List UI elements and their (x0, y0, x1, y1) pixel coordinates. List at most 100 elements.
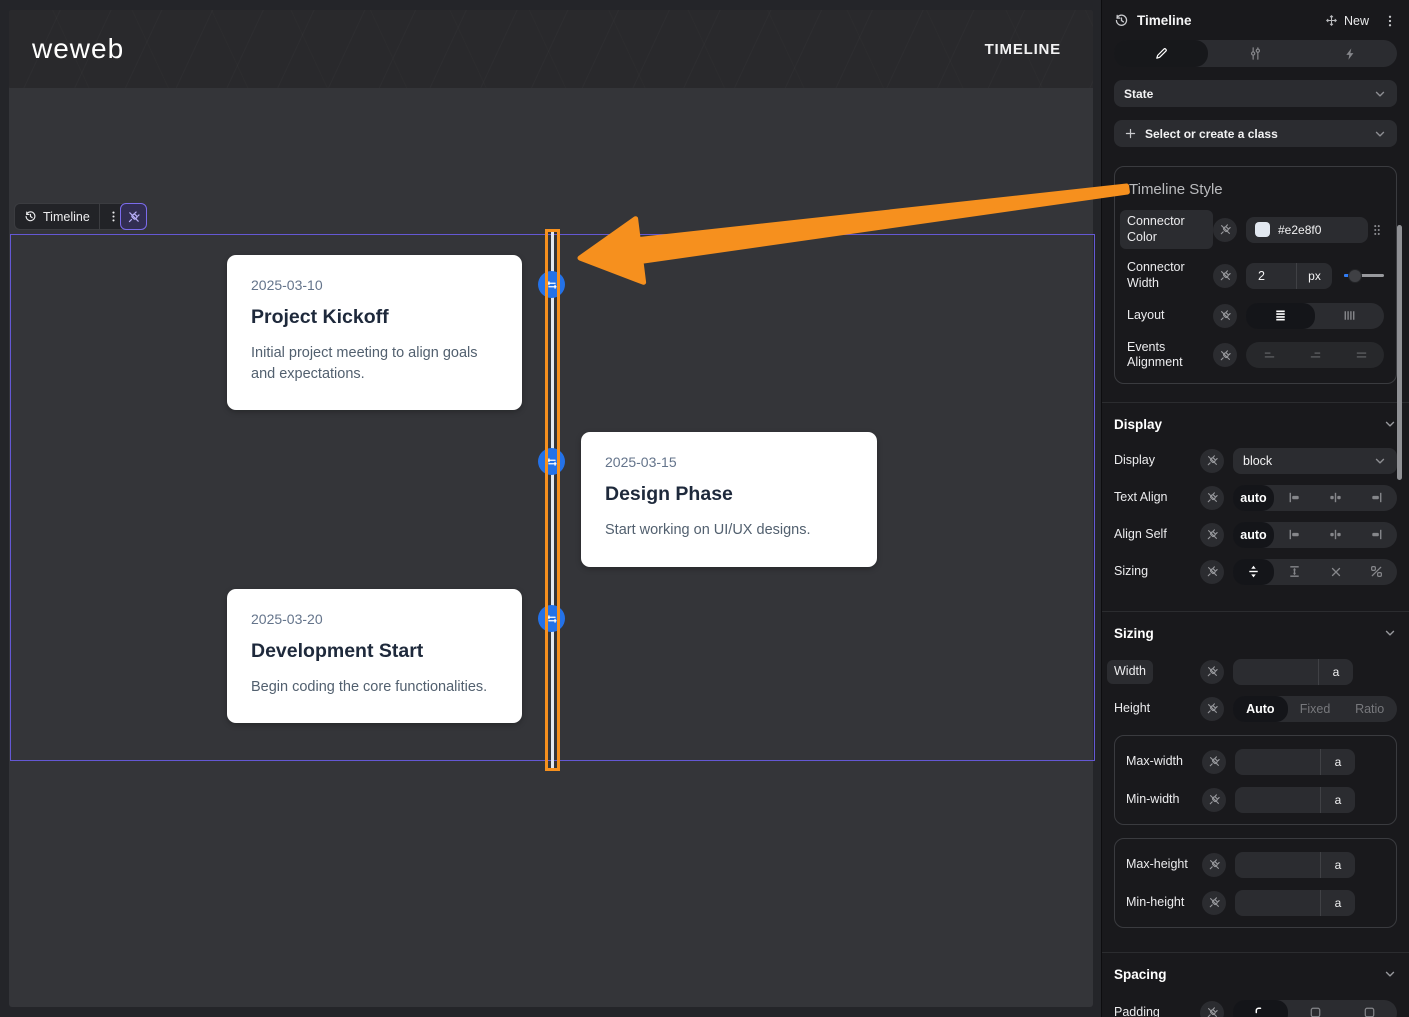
timeline-card[interactable]: 2025-03-20 Development Start Begin codin… (227, 589, 522, 723)
max-height-unit-button[interactable]: a (1320, 851, 1355, 878)
min-height-input[interactable] (1235, 889, 1320, 916)
display-dropdown[interactable]: block (1233, 447, 1397, 474)
text-align-auto[interactable]: auto (1233, 484, 1274, 511)
bind-plug-button[interactable] (1200, 559, 1224, 584)
sizing-fixed-option[interactable] (1274, 559, 1315, 585)
sizing-none-option[interactable] (1315, 559, 1356, 585)
history-icon (1114, 13, 1129, 28)
sizing-mode-label: Sizing (1114, 563, 1149, 578)
text-align-right[interactable] (1356, 485, 1397, 511)
min-height-unit-button[interactable]: a (1320, 889, 1355, 916)
align-right-option[interactable] (1338, 342, 1384, 368)
tab-workflows[interactable] (1303, 40, 1397, 67)
height-mode-toggle: Auto Fixed Ratio (1233, 695, 1397, 722)
timeline-card[interactable]: 2025-03-15 Design Phase Start working on… (581, 432, 877, 567)
max-height-input[interactable] (1235, 851, 1320, 878)
padding-row: Padding (1114, 999, 1397, 1017)
sizing-ratio-option[interactable] (1356, 559, 1397, 585)
layout-vertical-option[interactable] (1246, 302, 1315, 329)
padding-box-option[interactable] (1288, 1000, 1343, 1017)
align-center-option[interactable] (1292, 342, 1338, 368)
timeline-connector-line[interactable] (551, 232, 554, 769)
color-swatch (1255, 222, 1270, 238)
align-left-option[interactable] (1246, 342, 1292, 368)
display-section-header[interactable]: Display (1114, 417, 1397, 432)
align-self-right[interactable] (1356, 522, 1397, 548)
min-width-input[interactable] (1235, 786, 1320, 813)
bind-plug-button[interactable] (1213, 343, 1237, 368)
timeline-node[interactable] (538, 271, 565, 298)
layout-horizontal-option[interactable] (1315, 303, 1384, 329)
max-width-unit-button[interactable]: a (1320, 748, 1355, 775)
align-self-left[interactable] (1274, 522, 1315, 548)
text-align-center[interactable] (1315, 485, 1356, 511)
vertical-bars-icon (1342, 308, 1357, 323)
slider-knob[interactable] (1348, 268, 1362, 283)
timeline-card[interactable]: 2025-03-10 Project Kickoff Initial proje… (227, 255, 522, 410)
bind-plug-button[interactable] (1200, 1000, 1224, 1017)
chevron-down-icon (1373, 87, 1387, 101)
connector-color-picker[interactable]: #e2e8f0 (1246, 216, 1368, 243)
bind-plug-button[interactable] (1213, 217, 1237, 242)
max-width-label: Max-width (1126, 753, 1183, 768)
layout-label: Layout (1127, 307, 1165, 322)
align-self-label: Align Self (1114, 526, 1167, 541)
selected-element-badge[interactable]: Timeline (14, 203, 128, 230)
width-input[interactable] (1233, 658, 1318, 685)
height-ratio-option[interactable]: Ratio (1355, 701, 1385, 716)
bind-plug-button[interactable] (1213, 303, 1237, 328)
connector-selection-highlight (545, 229, 560, 771)
sizing-section-header[interactable]: Sizing (1114, 626, 1397, 641)
sizing-fit-option[interactable] (1233, 558, 1274, 585)
height-fixed-option[interactable]: Fixed (1299, 701, 1331, 716)
connector-width-input[interactable] (1246, 268, 1296, 283)
bind-plug-button[interactable] (1200, 696, 1224, 721)
timeline-node[interactable] (538, 448, 565, 475)
connector-width-slider[interactable] (1344, 268, 1384, 283)
tab-settings[interactable] (1208, 40, 1302, 67)
max-width-input[interactable] (1235, 748, 1320, 775)
section-divider (1102, 401, 1409, 403)
timeline-node[interactable] (538, 605, 565, 632)
event-date: 2025-03-10 (251, 277, 323, 293)
lines-left-icon (1262, 348, 1277, 363)
align-self-auto[interactable]: auto (1233, 521, 1274, 548)
plug-icon (1208, 793, 1221, 806)
bind-plug-button[interactable] (1200, 485, 1224, 510)
bind-plug-button[interactable] (1202, 749, 1226, 774)
sliders-icon (1248, 46, 1263, 61)
bind-plug-button[interactable] (1202, 787, 1226, 812)
site-header: weweb TIMELINE (9, 10, 1093, 88)
event-description: Start working on UI/UX designs. (605, 522, 811, 538)
bind-plug-button[interactable] (1202, 852, 1226, 877)
bind-plug-button[interactable] (1213, 263, 1237, 288)
bind-element-button[interactable] (120, 203, 147, 230)
panel-menu-button[interactable] (1383, 14, 1397, 28)
bind-plug-button[interactable] (1200, 448, 1224, 473)
width-unit-button[interactable]: a (1318, 658, 1353, 685)
bind-plug-button[interactable] (1202, 890, 1226, 915)
drag-handle-icon[interactable] (1370, 223, 1384, 237)
class-selector[interactable]: Select or create a class (1114, 120, 1397, 147)
spacing-section-header[interactable]: Spacing (1114, 967, 1397, 982)
bind-plug-button[interactable] (1200, 522, 1224, 547)
plug-icon (1219, 223, 1232, 236)
kebab-icon (1383, 14, 1397, 28)
new-button[interactable]: New (1325, 14, 1369, 28)
min-width-unit-button[interactable]: a (1320, 786, 1355, 813)
tab-styles[interactable] (1114, 40, 1209, 67)
editor-canvas: weweb TIMELINE 2025-03-10 Project Kickof… (9, 10, 1095, 1007)
text-align-left[interactable] (1274, 485, 1315, 511)
connector-color-row: Connector Color #e2e8f0 (1120, 210, 1384, 250)
class-selector-label: Select or create a class (1145, 126, 1278, 141)
height-auto-option[interactable]: Auto (1233, 695, 1288, 722)
connector-width-unit[interactable]: px (1296, 262, 1332, 289)
align-self-center[interactable] (1315, 522, 1356, 548)
state-dropdown[interactable]: State (1114, 80, 1397, 107)
padding-corner-option[interactable] (1233, 999, 1288, 1017)
padding-sides-option[interactable] (1342, 1000, 1397, 1017)
align-self-toggle: auto (1233, 521, 1397, 548)
panel-scrollbar[interactable] (1397, 225, 1402, 480)
site-nav-link[interactable]: TIMELINE (984, 40, 1061, 58)
bind-plug-button[interactable] (1200, 659, 1224, 684)
